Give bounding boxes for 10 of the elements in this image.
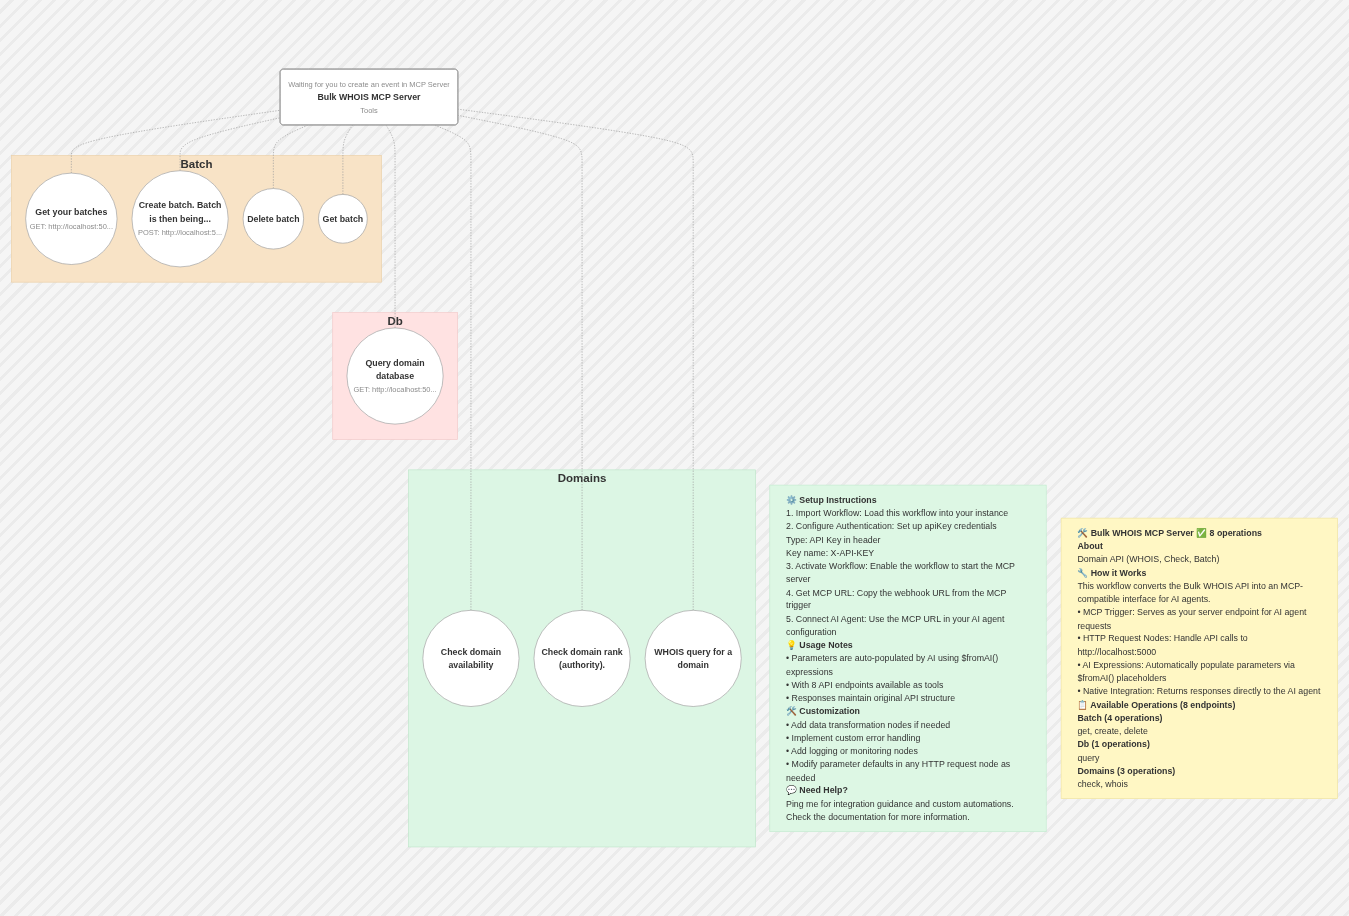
connector [385, 124, 396, 329]
node-circle: Check domain rank (authority). [533, 609, 631, 707]
node-box: 🛠 Bulk WHOIS MCP Server ✅ 8 operations About Domain API (WHOIS, Check, Batch) 🔧 How it Works This workflow converts the Bulk WHOIS API into an MCP-compatible interface for AI agents. • MCP Trigger: Serves as your server endpoint for AI agent requests • HTTP Request Nodes: Handle API calls to http://localhost:5000 • AI Expressions: Automatically populate parameters via $fromAI() placeholders • Native Integration: Returns responses directly to the AI agent 📋 Available Operations (8 endpoints) Batch (4 operations) get, create, delete Db (1 operations) query Domains (3 operations) check, whois [1060, 517, 1338, 799]
node-box: ⚙ Setup Instructions 1. Import Workflow: Load this workflow into your instance 2. Configure Authentication: Set up apiKey credentials Type: API Key in header Key name: X-API-KEY 3. Activate Workflow: Enable the workflow to start the MCP server 4. Get MCP URL: Copy the webhook URL from the MCP trigger 5. Connect AI Agent: Use the MCP URL in your AI agent configuration 💡 Usage Notes • Parameters are auto-populated by AI using $fromAI() expressions • With 8 API endpoints available as tools • Responses maintain original API structure 🛠 Customization • Add data transformation nodes if needed • Implement custom error handling • Add logging or monitoring nodes • Modify parameter defaults in any HTTP request node as needed 💬 Need Help? Ping me for integration guidance and custom automations. Check the documentation for more information. [769, 484, 1047, 833]
connector [342, 124, 353, 195]
node-circle: Delete batch [242, 188, 304, 250]
node-circle: WHOIS query for a domain [644, 609, 742, 707]
node-circle: Check domain availability [422, 609, 520, 707]
node-circle: Get batch [318, 194, 368, 244]
connector [71, 109, 281, 174]
